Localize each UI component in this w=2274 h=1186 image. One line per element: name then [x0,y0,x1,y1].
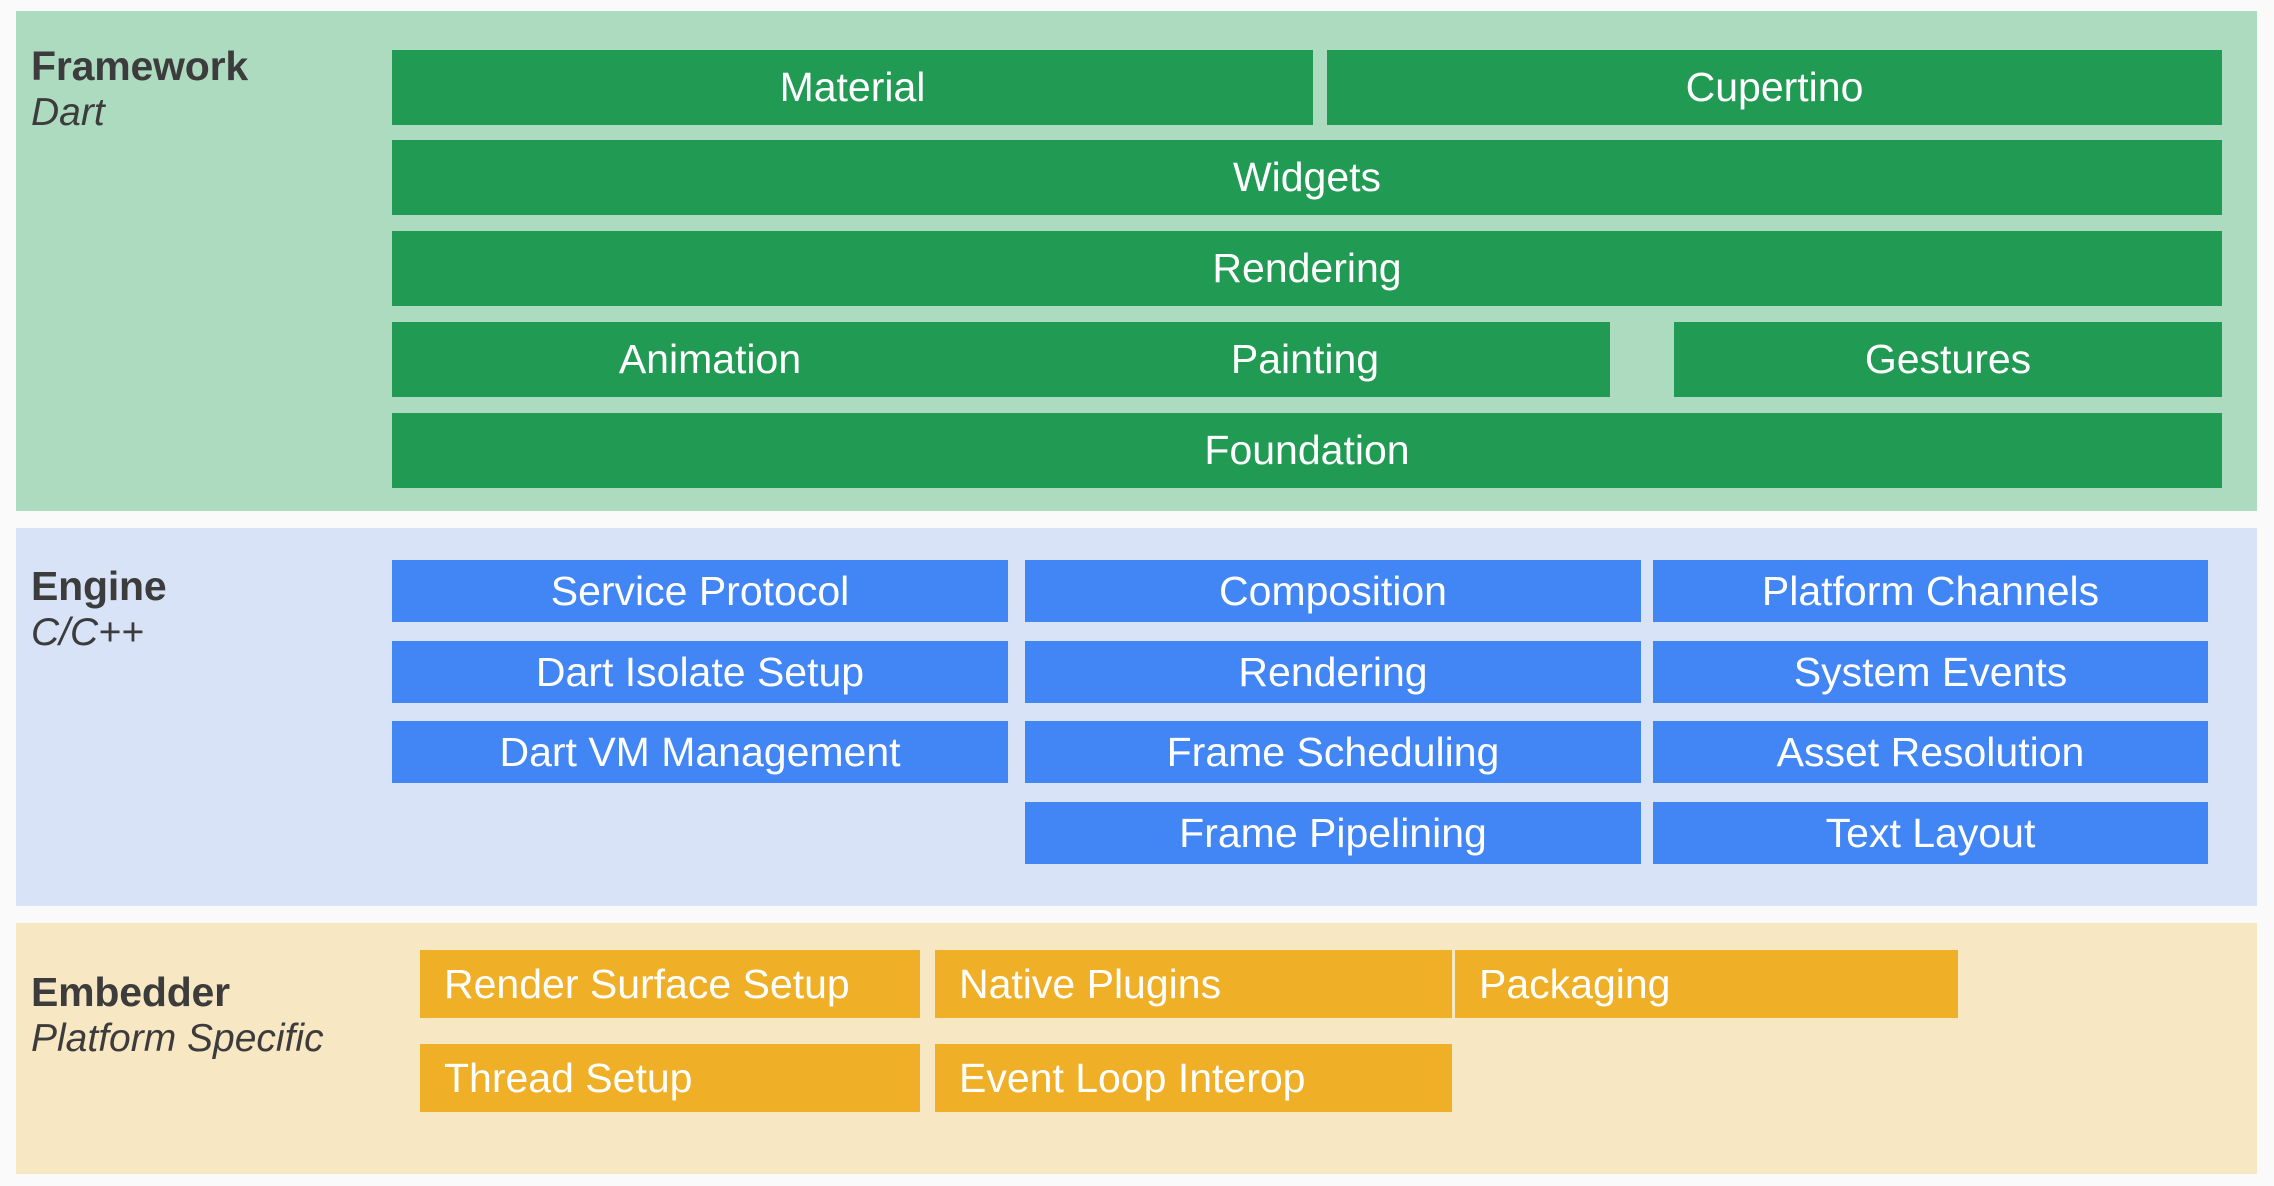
engine-box-composition[interactable]: Composition [1025,560,1641,622]
embedder-layer-label: Embedder Platform Specific [31,968,381,1062]
framework-layer-subtitle: Dart [31,91,105,135]
framework-box-widgets[interactable]: Widgets [392,140,2222,215]
embedder-box-native-plugins[interactable]: Native Plugins [935,950,1452,1018]
engine-box-frame-scheduling[interactable]: Frame Scheduling [1025,721,1641,783]
framework-layer-title: Framework [31,43,248,89]
engine-box-system-events[interactable]: System Events [1653,641,2208,703]
engine-box-frame-pipelining[interactable]: Frame Pipelining [1025,802,1641,864]
engine-box-asset-resolution[interactable]: Asset Resolution [1653,721,2208,783]
engine-box-dart-isolate-setup[interactable]: Dart Isolate Setup [392,641,1008,703]
embedder-box-packaging[interactable]: Packaging [1455,950,1958,1018]
framework-layer-label: Framework Dart [31,42,381,136]
engine-box-dart-vm-management[interactable]: Dart VM Management [392,721,1008,783]
engine-layer-title: Engine [31,563,167,609]
embedder-layer-title: Embedder [31,969,230,1015]
framework-box-gestures[interactable]: Gestures [1674,322,2222,397]
engine-box-service-protocol[interactable]: Service Protocol [392,560,1008,622]
embedder-box-thread-setup[interactable]: Thread Setup [420,1044,920,1112]
engine-layer-subtitle: C/C++ [31,611,144,655]
engine-box-platform-channels[interactable]: Platform Channels [1653,560,2208,622]
embedder-box-render-surface-setup[interactable]: Render Surface Setup [420,950,920,1018]
embedder-box-event-loop-interop[interactable]: Event Loop Interop [935,1044,1452,1112]
framework-box-rendering[interactable]: Rendering [392,231,2222,306]
framework-box-foundation[interactable]: Foundation [392,413,2222,488]
framework-box-cupertino[interactable]: Cupertino [1327,50,2222,125]
framework-box-animation[interactable]: Animation [392,322,1028,397]
framework-box-material[interactable]: Material [392,50,1313,125]
engine-box-text-layout[interactable]: Text Layout [1653,802,2208,864]
framework-box-painting[interactable]: Painting [1000,322,1610,397]
embedder-layer-subtitle: Platform Specific [31,1017,324,1061]
engine-layer-label: Engine C/C++ [31,562,381,656]
engine-box-rendering[interactable]: Rendering [1025,641,1641,703]
